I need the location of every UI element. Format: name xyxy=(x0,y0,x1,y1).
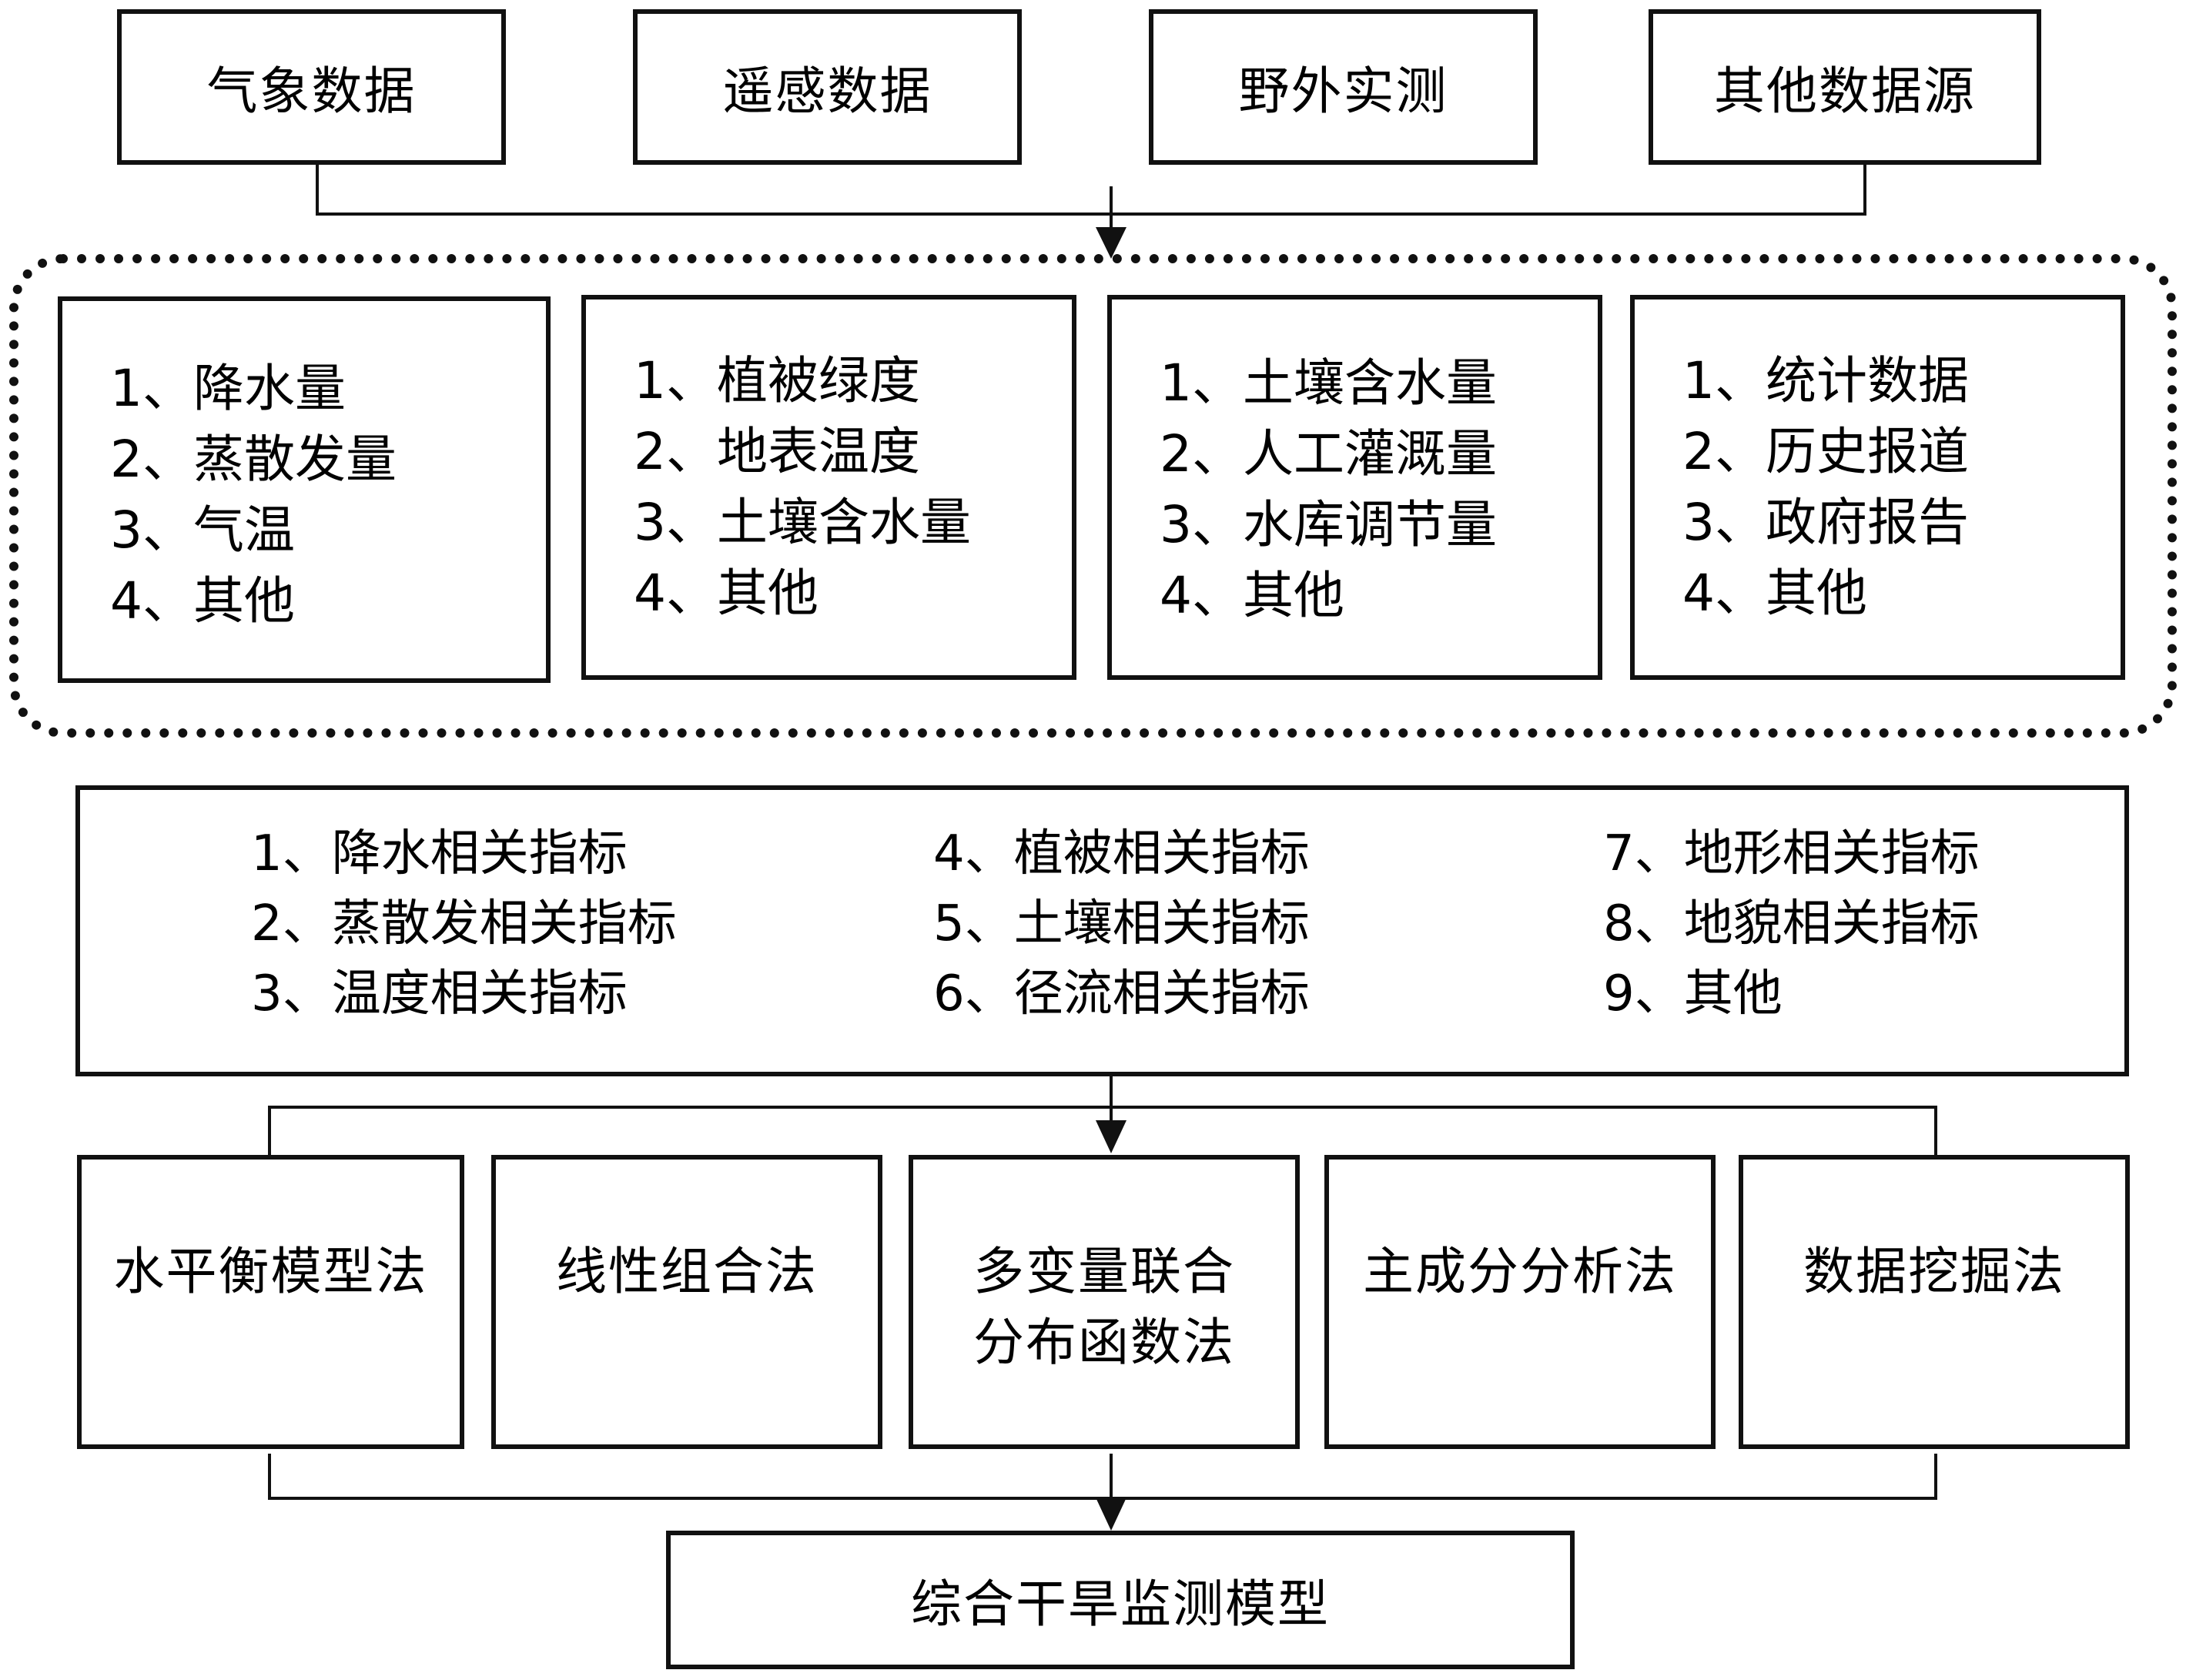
source-box-other: 其他数据源 xyxy=(1649,9,2041,165)
source-box-field-measurement: 野外实测 xyxy=(1149,9,1538,165)
index-item: 2、蒸散发相关指标 xyxy=(251,895,677,952)
arrow-down-icon xyxy=(1096,1120,1126,1153)
detail-item: 3、政府报告 xyxy=(1682,493,1969,552)
indices-box: 1、降水相关指标 2、蒸散发相关指标 3、温度相关指标 4、植被相关指标 5、土… xyxy=(75,785,2129,1076)
connector-sources-to-groups xyxy=(316,163,1866,231)
detail-list: 1、统计数据 2、历史报道 3、政府报告 4、其他 xyxy=(1682,346,1969,629)
connector-indices-to-methods xyxy=(268,1074,1937,1155)
arrow-down-icon xyxy=(1096,227,1126,259)
detail-item: 1、统计数据 xyxy=(1682,351,1969,410)
source-label: 其他数据源 xyxy=(1714,62,1976,121)
index-item: 3、温度相关指标 xyxy=(251,965,628,1022)
index-item: 8、地貌相关指标 xyxy=(1603,895,1980,952)
indices-column-3: 7、地形相关指标 8、地貌相关指标 9、其他 xyxy=(1603,819,1980,1029)
method-label: 多变量联合 xyxy=(973,1242,1235,1301)
index-item: 4、植被相关指标 xyxy=(933,825,1310,882)
index-item: 5、土壤相关指标 xyxy=(933,895,1310,952)
source-box-remote-sensing: 遥感数据 xyxy=(633,9,1022,165)
detail-item: 2、人工灌溉量 xyxy=(1160,424,1497,484)
detail-box-other: 1、统计数据 2、历史报道 3、政府报告 4、其他 xyxy=(1630,295,2125,680)
detail-item: 4、其他 xyxy=(110,571,295,631)
method-box-data-mining: 数据挖掘法 xyxy=(1739,1155,2130,1449)
source-box-meteorological: 气象数据 xyxy=(117,9,506,165)
detail-item: 3、水库调节量 xyxy=(1160,495,1497,554)
method-box-linear-combination: 线性组合法 xyxy=(491,1155,882,1449)
indices-column-1: 1、降水相关指标 2、蒸散发相关指标 3、温度相关指标 xyxy=(251,819,677,1029)
method-label: 水平衡模型法 xyxy=(113,1242,428,1301)
source-label: 气象数据 xyxy=(206,62,417,121)
detail-item: 4、其他 xyxy=(1160,566,1344,625)
final-model-box: 综合干旱监测模型 xyxy=(666,1531,1575,1669)
index-item: 1、降水相关指标 xyxy=(251,825,628,882)
detail-list: 1、植被绿度 2、地表温度 3、土壤含水量 4、其他 xyxy=(634,346,971,629)
detail-item: 4、其他 xyxy=(634,564,818,623)
detail-item: 4、其他 xyxy=(1682,564,1867,623)
method-box-joint-distribution: 多变量联合 分布函数法 xyxy=(909,1155,1300,1449)
detail-item: 2、地表温度 xyxy=(634,422,920,481)
detail-box-field-measurement: 1、土壤含水量 2、人工灌溉量 3、水库调节量 4、其他 xyxy=(1107,295,1602,680)
data-variables-group xyxy=(9,254,2177,738)
source-label: 遥感数据 xyxy=(722,62,932,121)
index-item: 6、径流相关指标 xyxy=(933,965,1310,1022)
detail-item: 3、气温 xyxy=(110,500,295,560)
detail-item: 1、植被绿度 xyxy=(634,351,920,410)
arrow-down-icon xyxy=(1096,1498,1126,1531)
method-label-line2: 分布函数法 xyxy=(973,1313,1235,1372)
detail-item: 1、土壤含水量 xyxy=(1160,353,1497,413)
method-label: 线性组合法 xyxy=(556,1242,818,1301)
index-item: 7、地形相关指标 xyxy=(1603,825,1980,882)
connector-methods-to-final xyxy=(268,1454,1937,1500)
detail-list: 1、土壤含水量 2、人工灌溉量 3、水库调节量 4、其他 xyxy=(1160,348,1497,631)
detail-box-meteorological: 1、降水量 2、蒸散发量 3、气温 4、其他 xyxy=(58,296,551,683)
index-item: 9、其他 xyxy=(1603,965,1783,1022)
method-box-pca: 主成分分析法 xyxy=(1324,1155,1716,1449)
method-label: 主成分分析法 xyxy=(1363,1242,1677,1301)
final-model-label: 综合干旱监测模型 xyxy=(911,1575,1330,1634)
indices-column-2: 4、植被相关指标 5、土壤相关指标 6、径流相关指标 xyxy=(933,819,1310,1029)
source-label: 野外实测 xyxy=(1238,62,1448,121)
detail-item: 3、土壤含水量 xyxy=(634,493,971,552)
method-label: 数据挖掘法 xyxy=(1803,1242,2065,1301)
detail-item: 2、蒸散发量 xyxy=(110,430,397,489)
detail-box-remote-sensing: 1、植被绿度 2、地表温度 3、土壤含水量 4、其他 xyxy=(581,295,1076,680)
detail-item: 2、历史报道 xyxy=(1682,422,1969,481)
detail-item: 1、降水量 xyxy=(110,359,346,418)
detail-list: 1、降水量 2、蒸散发量 3、气温 4、其他 xyxy=(110,353,397,637)
method-box-water-balance: 水平衡模型法 xyxy=(77,1155,464,1449)
